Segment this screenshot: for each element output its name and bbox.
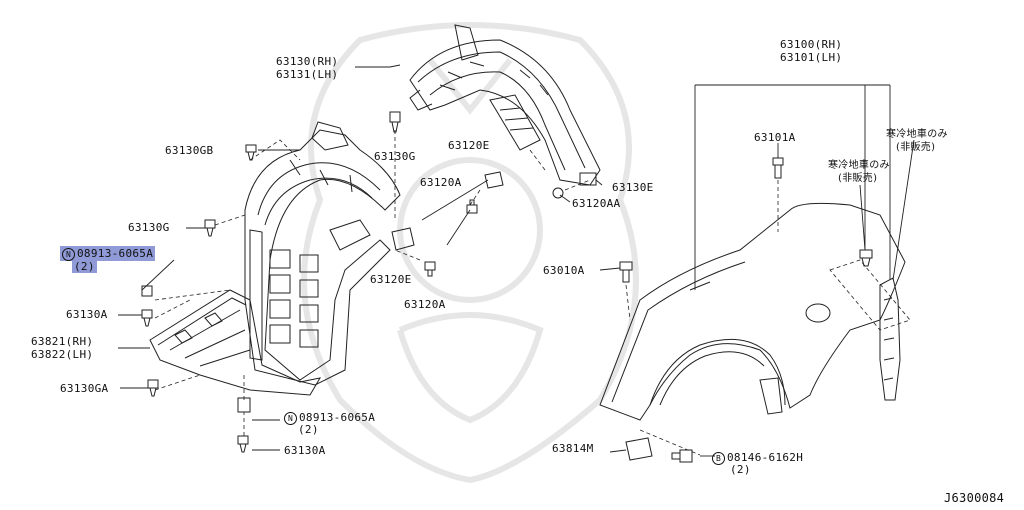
label-63101a[interactable]: 63101A — [754, 131, 796, 144]
label-rear-protector-rh[interactable]: 63130(RH) — [276, 55, 339, 68]
leader-lines — [118, 64, 915, 457]
label-63130ga[interactable]: 63130GA — [60, 382, 109, 395]
nut-part-number: 08913-6065A — [77, 247, 154, 260]
bolt-b-badge: B — [712, 452, 725, 465]
label-rear-protector-lh[interactable]: 63131(LH) — [276, 68, 339, 81]
label-not-sold-1: (非販売) — [896, 142, 936, 153]
label-mudguard-lh[interactable]: 63822(LH) — [31, 348, 94, 361]
label-63120a-mid[interactable]: 63120A — [404, 298, 446, 311]
label-fender-lh[interactable]: 63101(LH) — [780, 51, 843, 64]
label-63120aa[interactable]: 63120AA — [572, 197, 621, 210]
label-bolt-b-qty: (2) — [730, 463, 751, 476]
nut-bottom-badge: N — [284, 412, 297, 425]
front-fender-protector — [244, 121, 401, 386]
label-63120e-mid[interactable]: 63120E — [370, 273, 412, 286]
label-nut-highlighted-qty: (2) — [72, 260, 97, 273]
label-nut-bottom-qty: (2) — [298, 423, 319, 436]
label-63130e[interactable]: 63130E — [612, 181, 654, 194]
mudguard-panel — [149, 289, 321, 396]
label-fender-rh[interactable]: 63100(RH) — [780, 38, 843, 51]
fender-panel — [599, 202, 906, 421]
dashed-guides — [154, 130, 911, 456]
label-63130gb[interactable]: 63130GB — [165, 144, 214, 157]
label-63130g-left[interactable]: 63130G — [128, 221, 170, 234]
label-cold-region-2: 寒冷地車のみ — [828, 160, 890, 171]
label-63130a-bottom[interactable]: 63130A — [284, 444, 326, 457]
label-63130a-left[interactable]: 63130A — [66, 308, 108, 321]
rear-fender-protector — [409, 24, 601, 186]
label-not-sold-2: (非販売) — [838, 173, 878, 184]
nut-bottom-part: 08913-6065A — [299, 411, 376, 424]
label-63010a[interactable]: 63010A — [543, 264, 585, 277]
label-63814m[interactable]: 63814M — [552, 442, 594, 455]
label-63120e-top[interactable]: 63120E — [448, 139, 490, 152]
label-mudguard-rh[interactable]: 63821(RH) — [31, 335, 94, 348]
diagram-code: J6300084 — [944, 491, 1005, 505]
bolt-b-part: 08146-6162H — [727, 451, 804, 464]
nut-badge: N — [62, 248, 75, 261]
fender-seal-strip — [879, 277, 901, 401]
label-63130g-top[interactable]: 63130G — [374, 150, 416, 163]
label-63120a-top[interactable]: 63120A — [420, 176, 462, 189]
label-cold-region-1: 寒冷地車のみ — [886, 129, 948, 140]
